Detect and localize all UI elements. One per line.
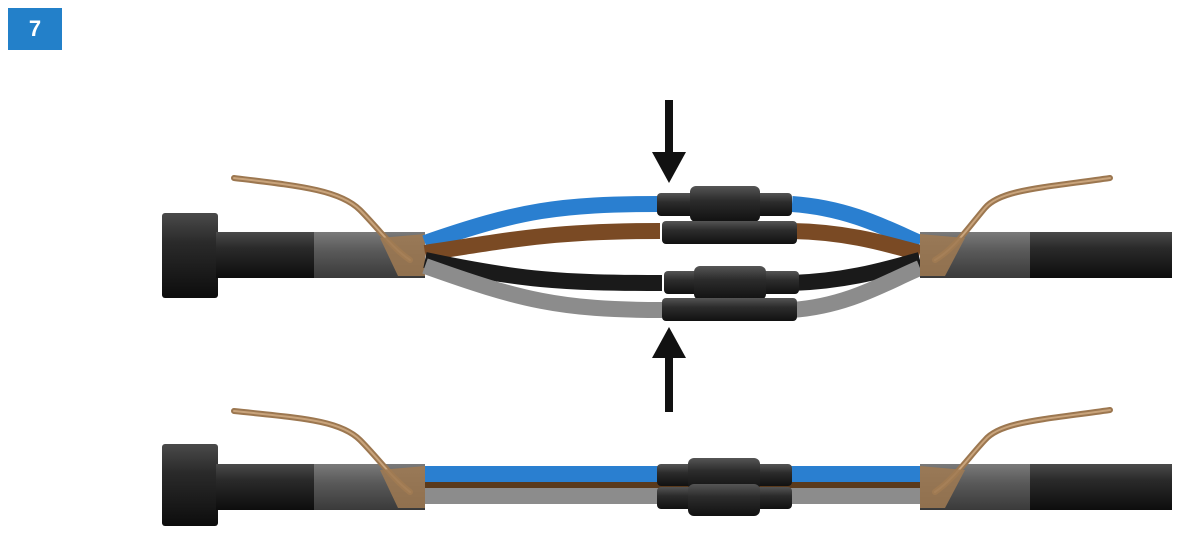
crimp-connectors-closed — [657, 458, 792, 516]
right-shield-braid — [920, 466, 965, 508]
crimp-connectors — [657, 186, 799, 321]
connector-blue — [657, 186, 792, 222]
right-cable-jacket — [1030, 464, 1172, 510]
right-shield-braid — [920, 234, 965, 276]
core-brown — [423, 223, 923, 261]
arrow-up-icon — [652, 327, 686, 412]
connector-brown — [662, 221, 797, 244]
right-cable-bottom — [920, 407, 1172, 510]
left-cable — [162, 175, 425, 298]
connector-black — [664, 266, 799, 300]
core-grey — [422, 258, 924, 318]
left-cable-bottom — [162, 408, 425, 526]
core-black — [423, 252, 923, 291]
core-blue — [422, 196, 924, 251]
left-shield-braid — [380, 466, 425, 508]
left-shield-braid — [380, 234, 425, 276]
left-cable-end-cap — [162, 213, 218, 298]
right-cable-jacket — [1030, 232, 1172, 278]
step-number: 7 — [28, 16, 42, 41]
cores — [422, 196, 924, 318]
connector-grey — [662, 298, 797, 321]
splice-before-crimping — [162, 100, 1172, 412]
left-cable-jacket — [216, 464, 316, 510]
step-number-badge: 7 — [8, 8, 62, 50]
right-cable — [920, 175, 1172, 278]
left-cable-end-cap — [162, 444, 218, 526]
arrow-down-icon — [652, 100, 686, 183]
splice-after-crimping — [162, 407, 1172, 526]
left-cable-jacket — [216, 232, 316, 278]
